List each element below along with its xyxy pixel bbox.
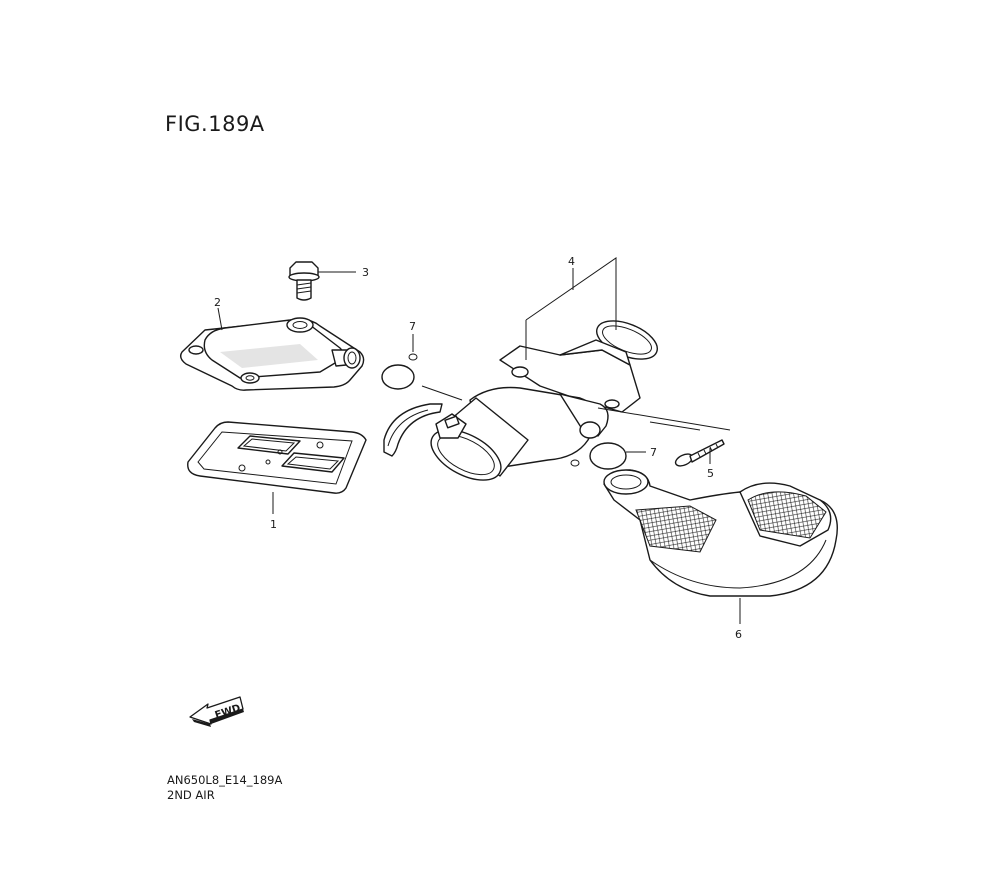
callout-7-lower: 7 xyxy=(650,446,657,459)
forward-arrow-icon: FWD xyxy=(189,696,244,727)
callout-4: 4 xyxy=(568,255,575,268)
gasket-part xyxy=(187,421,367,494)
air-hose-part xyxy=(603,469,838,597)
wire-harness-part xyxy=(383,403,443,457)
assembly-line-screw xyxy=(649,421,701,431)
leader-2 xyxy=(217,307,223,331)
callout-2: 2 xyxy=(214,296,221,309)
figure-code: AN650L8_E14_189A xyxy=(167,773,283,787)
callout-5: 5 xyxy=(707,467,714,480)
solenoid-valve-assembly-part xyxy=(430,320,658,481)
valve-cover-part xyxy=(179,317,365,391)
screw-part xyxy=(674,439,725,467)
bolt-part xyxy=(288,261,320,301)
callout-3: 3 xyxy=(362,266,369,279)
figure-name: 2ND AIR xyxy=(167,788,215,802)
o-ring-lower-part xyxy=(570,442,627,470)
callout-7-upper: 7 xyxy=(409,320,416,333)
callout-1: 1 xyxy=(270,518,277,531)
bracket-4 xyxy=(525,257,617,360)
o-ring-upper-part xyxy=(381,353,418,390)
assembly-line-lower xyxy=(597,407,731,431)
figure-title: FIG.189A xyxy=(165,112,265,136)
callout-6: 6 xyxy=(735,628,742,641)
assembly-line-upper xyxy=(421,385,463,401)
